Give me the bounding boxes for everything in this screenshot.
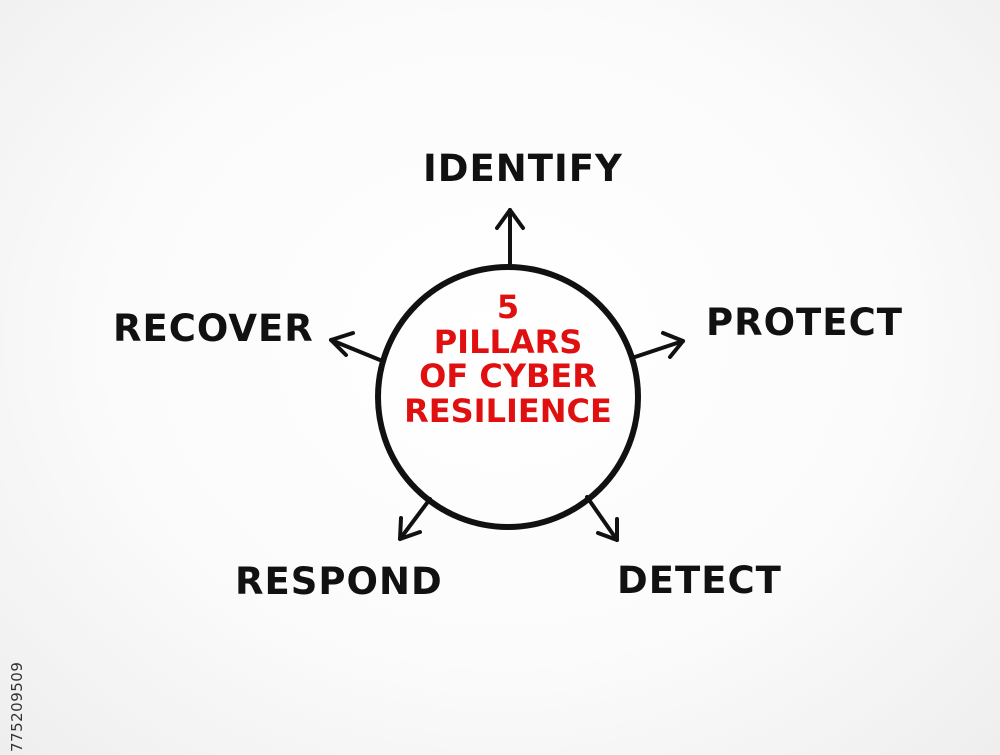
arrow-identify bbox=[495, 208, 525, 267]
arrow-protect bbox=[633, 331, 685, 359]
pillar-detect: DETECT bbox=[617, 559, 782, 602]
arrow-respond bbox=[398, 497, 432, 541]
center-title: 5 PILLARS OF CYBER RESILIENCE bbox=[380, 290, 636, 428]
stock-id-text: 775209509 bbox=[8, 661, 26, 752]
center-line-resilience: RESILIENCE bbox=[404, 391, 612, 430]
pillar-respond: RESPOND bbox=[235, 560, 443, 603]
arrow-detect bbox=[585, 495, 619, 542]
pillar-protect: PROTECT bbox=[706, 301, 903, 344]
pillar-recover: RECOVER bbox=[113, 307, 314, 350]
center-number: 5 bbox=[496, 288, 520, 326]
center-line-pillars: PILLARS bbox=[433, 322, 583, 361]
center-circle bbox=[375, 264, 641, 530]
arrow-recover bbox=[329, 331, 382, 362]
pillar-identify: IDENTIFY bbox=[423, 147, 623, 190]
center-line-of-cyber: OF CYBER bbox=[419, 357, 597, 396]
